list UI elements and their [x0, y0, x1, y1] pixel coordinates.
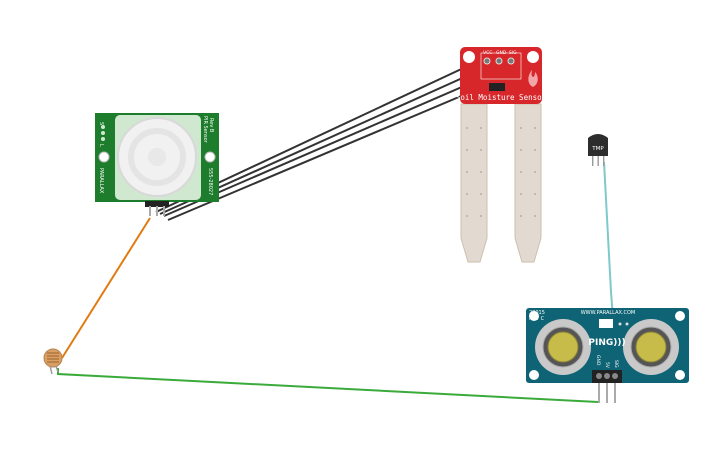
photoresistor[interactable] [43, 348, 63, 375]
ping-rev: REV C [529, 316, 545, 322]
soil-label: Soil Moisture Sensor [456, 93, 547, 102]
soil-hole-left [463, 51, 475, 63]
pir-hole-right [204, 151, 216, 163]
soil-hole-right [527, 51, 539, 63]
ping-label: PING))) [588, 338, 625, 348]
soil-prong-left [460, 103, 488, 263]
photoresistor-leg-2[interactable] [55, 365, 59, 373]
soil-prong-right [514, 103, 542, 263]
tmp-leg-3[interactable] [603, 156, 605, 166]
ping-pin-gnd[interactable] [596, 373, 602, 379]
ping-transducer-left-core [547, 331, 579, 363]
pir-dome-ring [128, 128, 186, 186]
soil-board [460, 47, 542, 104]
wire-pir-soil-4[interactable] [167, 71, 519, 221]
ping-hole-tr [675, 311, 685, 321]
ping-pin-5v[interactable] [604, 373, 610, 379]
temperature-sensor[interactable]: TMP [588, 134, 608, 166]
wire-pir-soil-3[interactable] [163, 66, 509, 217]
ping-hole-bl [529, 370, 539, 380]
soil-pin-sig[interactable] [507, 57, 515, 65]
ping-pin-label-gnd: GND [595, 355, 601, 366]
soil-prong-dots [466, 127, 536, 217]
pir-hole-left [98, 151, 110, 163]
flame-icon [528, 70, 538, 87]
pir-led-3 [101, 137, 105, 141]
wire-cyan[interactable] [603, 161, 614, 319]
photoresistor-trace [47, 352, 59, 363]
pir-part-number: 555-28027 [207, 168, 213, 195]
soil-chip [489, 83, 505, 91]
pir-led-1 [101, 125, 105, 129]
tmp-body [588, 134, 608, 156]
ping-logo-box [599, 319, 613, 328]
ping-leg-sig[interactable] [614, 383, 616, 403]
ping-transducer-right-core [635, 331, 667, 363]
ping-leg-gnd[interactable] [598, 383, 600, 403]
wire-orange[interactable] [61, 217, 151, 359]
pir-pin-label-l: L [98, 144, 104, 147]
soil-pin-gnd[interactable] [495, 57, 503, 65]
pir-rev: Rev B [208, 118, 214, 133]
ping-pin-label-sig: SIG [613, 360, 619, 368]
ping-hole-tl [529, 311, 539, 321]
pir-label: PIR Sensor [202, 116, 208, 144]
soil-pin-label-vcc: VCC [483, 50, 492, 56]
soil-pin-vcc[interactable] [483, 57, 491, 65]
ping-pin-sig[interactable] [612, 373, 618, 379]
pir-pin-1[interactable] [149, 206, 151, 216]
ping-model: 28015 [529, 310, 545, 316]
pir-sensor[interactable]: S L PARALLAX PIR Sensor Rev B 555-28027 [95, 113, 219, 216]
tmp-label: TMP [591, 146, 604, 152]
soil-pin-label-gnd: GND [496, 50, 507, 56]
pir-pin-2[interactable] [156, 206, 158, 216]
soil-moisture-sensor[interactable]: VCC GND SIG Soil Moisture Sensor [456, 47, 547, 263]
pir-pin-label-s: S [98, 122, 104, 125]
photoresistor-body [43, 348, 63, 368]
ping-website: WWW.PARALLAX.COM [581, 310, 636, 316]
pir-dome-center [148, 148, 166, 166]
ping-led-1 [618, 322, 622, 326]
pir-pin-3[interactable] [163, 206, 165, 216]
ping-pin-label-5v: 5V [604, 362, 610, 369]
wire-green[interactable] [57, 368, 599, 403]
pir-brand: PARALLAX [98, 168, 104, 194]
ping-sensor[interactable]: 28015 REV C WWW.PARALLAX.COM PING))) GND… [526, 308, 689, 403]
ping-led-2 [625, 322, 629, 326]
pir-header [145, 201, 169, 207]
soil-pin-box [480, 52, 522, 80]
tmp-leg-1[interactable] [592, 156, 594, 166]
ping-leg-5v[interactable] [606, 383, 608, 403]
pir-led-2 [101, 131, 105, 135]
tmp-leg-2[interactable] [597, 156, 599, 166]
soil-pin-label-sig: SIG [509, 50, 517, 56]
ping-hole-br [675, 370, 685, 380]
photoresistor-leg-1[interactable] [49, 365, 53, 375]
